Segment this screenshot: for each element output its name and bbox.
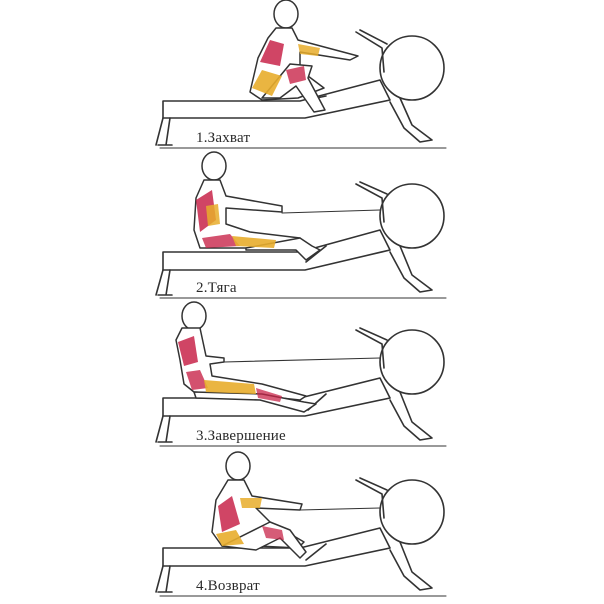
rower-figure xyxy=(194,152,320,260)
muscle-highlight-arm xyxy=(240,498,262,508)
rower-figure xyxy=(212,452,306,558)
head xyxy=(274,0,298,28)
rear-leg xyxy=(390,246,432,292)
flywheel xyxy=(380,480,444,544)
front-leg xyxy=(156,566,172,592)
front-leg xyxy=(156,270,172,295)
rowing-machine-illustration xyxy=(0,300,604,450)
step-panel-finish: 3.Завершение xyxy=(0,300,604,450)
step-panel-drive: 2.Тяга xyxy=(0,150,604,300)
chain xyxy=(224,358,380,362)
rowing-machine-illustration xyxy=(0,450,604,600)
handle-arm xyxy=(356,182,387,222)
step-label: 4.Возврат xyxy=(196,578,260,595)
rowing-machine-illustration xyxy=(0,150,604,300)
chain xyxy=(300,508,380,510)
head xyxy=(226,452,250,480)
rear-leg xyxy=(390,98,432,142)
step-label: 1.Захват xyxy=(196,130,250,147)
step-panel-recovery: 4.Возврат xyxy=(0,450,604,600)
step-label: 3.Завершение xyxy=(196,428,286,445)
flywheel xyxy=(380,36,444,100)
chain xyxy=(282,210,380,213)
handle-arm xyxy=(356,328,387,368)
rower-figure xyxy=(250,0,358,112)
rear-leg xyxy=(390,392,432,440)
front-leg xyxy=(156,118,172,145)
rowing-machine-illustration xyxy=(0,0,604,150)
handle-arm xyxy=(356,30,387,72)
head xyxy=(182,302,206,330)
step-label: 2.Тяга xyxy=(196,280,237,297)
step-panel-catch: 1.Захват xyxy=(0,0,604,150)
rower-figure xyxy=(176,302,316,412)
front-leg xyxy=(156,416,172,442)
rear-leg xyxy=(390,542,432,590)
head xyxy=(202,152,226,180)
handle-arm xyxy=(356,478,387,518)
flywheel xyxy=(380,330,444,394)
flywheel xyxy=(380,184,444,248)
muscle-highlight-arm xyxy=(206,204,220,226)
